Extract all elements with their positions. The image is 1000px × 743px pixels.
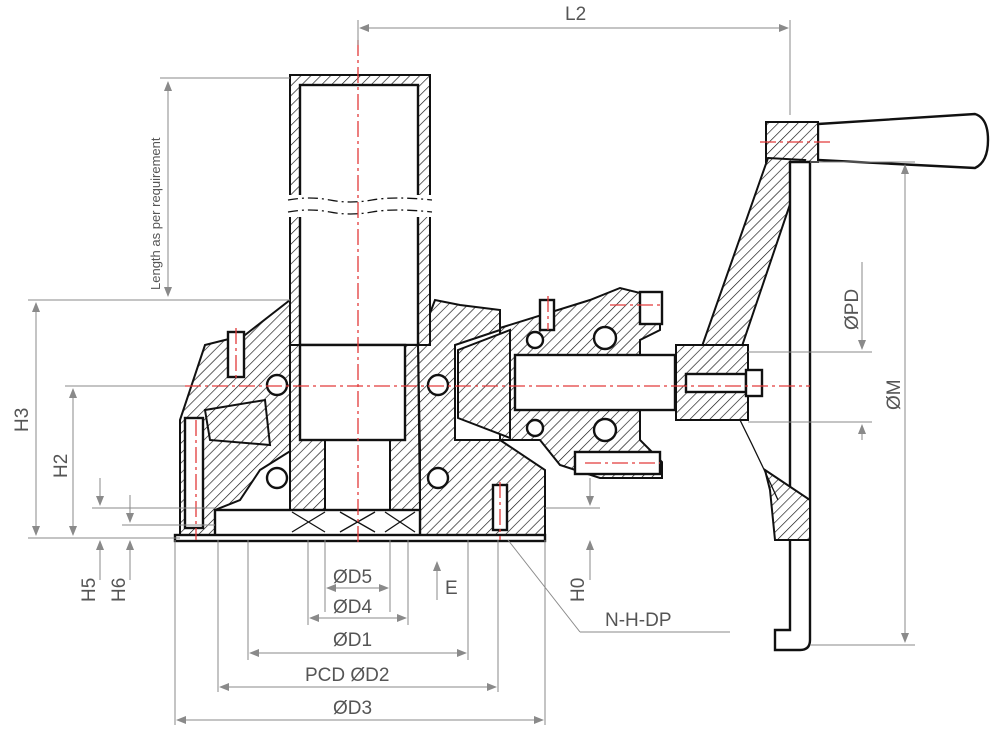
gear-bore	[298, 343, 407, 442]
hub-nut	[744, 368, 764, 398]
dim-h6: H6	[109, 578, 130, 602]
bearing-right-lower	[426, 466, 450, 490]
dim-e: E	[445, 578, 458, 599]
dim-h3: H3	[12, 408, 33, 432]
dim-pd: ØPD	[842, 289, 863, 330]
main-housing	[173, 74, 547, 543]
dim-length-note: Length as per requirement	[148, 137, 163, 290]
hub-key	[684, 372, 748, 394]
gear-teeth-left	[203, 398, 272, 447]
cover-bolt-top	[638, 290, 664, 326]
dim-m: ØM	[884, 379, 905, 410]
dim-h0: H0	[568, 578, 589, 602]
bearing-left-upper	[265, 373, 289, 397]
dim-d3: ØD3	[333, 698, 372, 719]
grease-nipple	[538, 298, 556, 332]
dim-d5: ØD5	[333, 567, 372, 588]
dimensions: L2 Length as per requirement H3 H2 H5 H6…	[12, 4, 915, 725]
dim-n-h-dp: N-H-DP	[605, 610, 672, 631]
bearing-right-upper	[426, 373, 450, 397]
dim-l2: L2	[565, 4, 586, 25]
bevel-pinion	[457, 328, 511, 440]
input-housing	[457, 286, 677, 479]
handwheel	[675, 112, 990, 652]
dim-pcd: PCD ØD2	[305, 665, 389, 686]
bearing-left-lower	[265, 466, 289, 490]
dim-h2: H2	[51, 454, 72, 478]
bearing-top-left	[525, 330, 545, 350]
bearing-bottom-right	[592, 417, 618, 443]
dim-d4: ØD4	[333, 597, 373, 618]
base-bolt-left	[183, 416, 205, 530]
dim-d1: ØD1	[333, 630, 372, 651]
bearing-top-right	[592, 325, 618, 351]
handle-grip	[816, 112, 990, 170]
bearing-bottom-left	[525, 418, 545, 438]
centerlines	[185, 40, 830, 545]
rim-section	[763, 467, 811, 541]
dim-h5: H5	[79, 578, 100, 602]
